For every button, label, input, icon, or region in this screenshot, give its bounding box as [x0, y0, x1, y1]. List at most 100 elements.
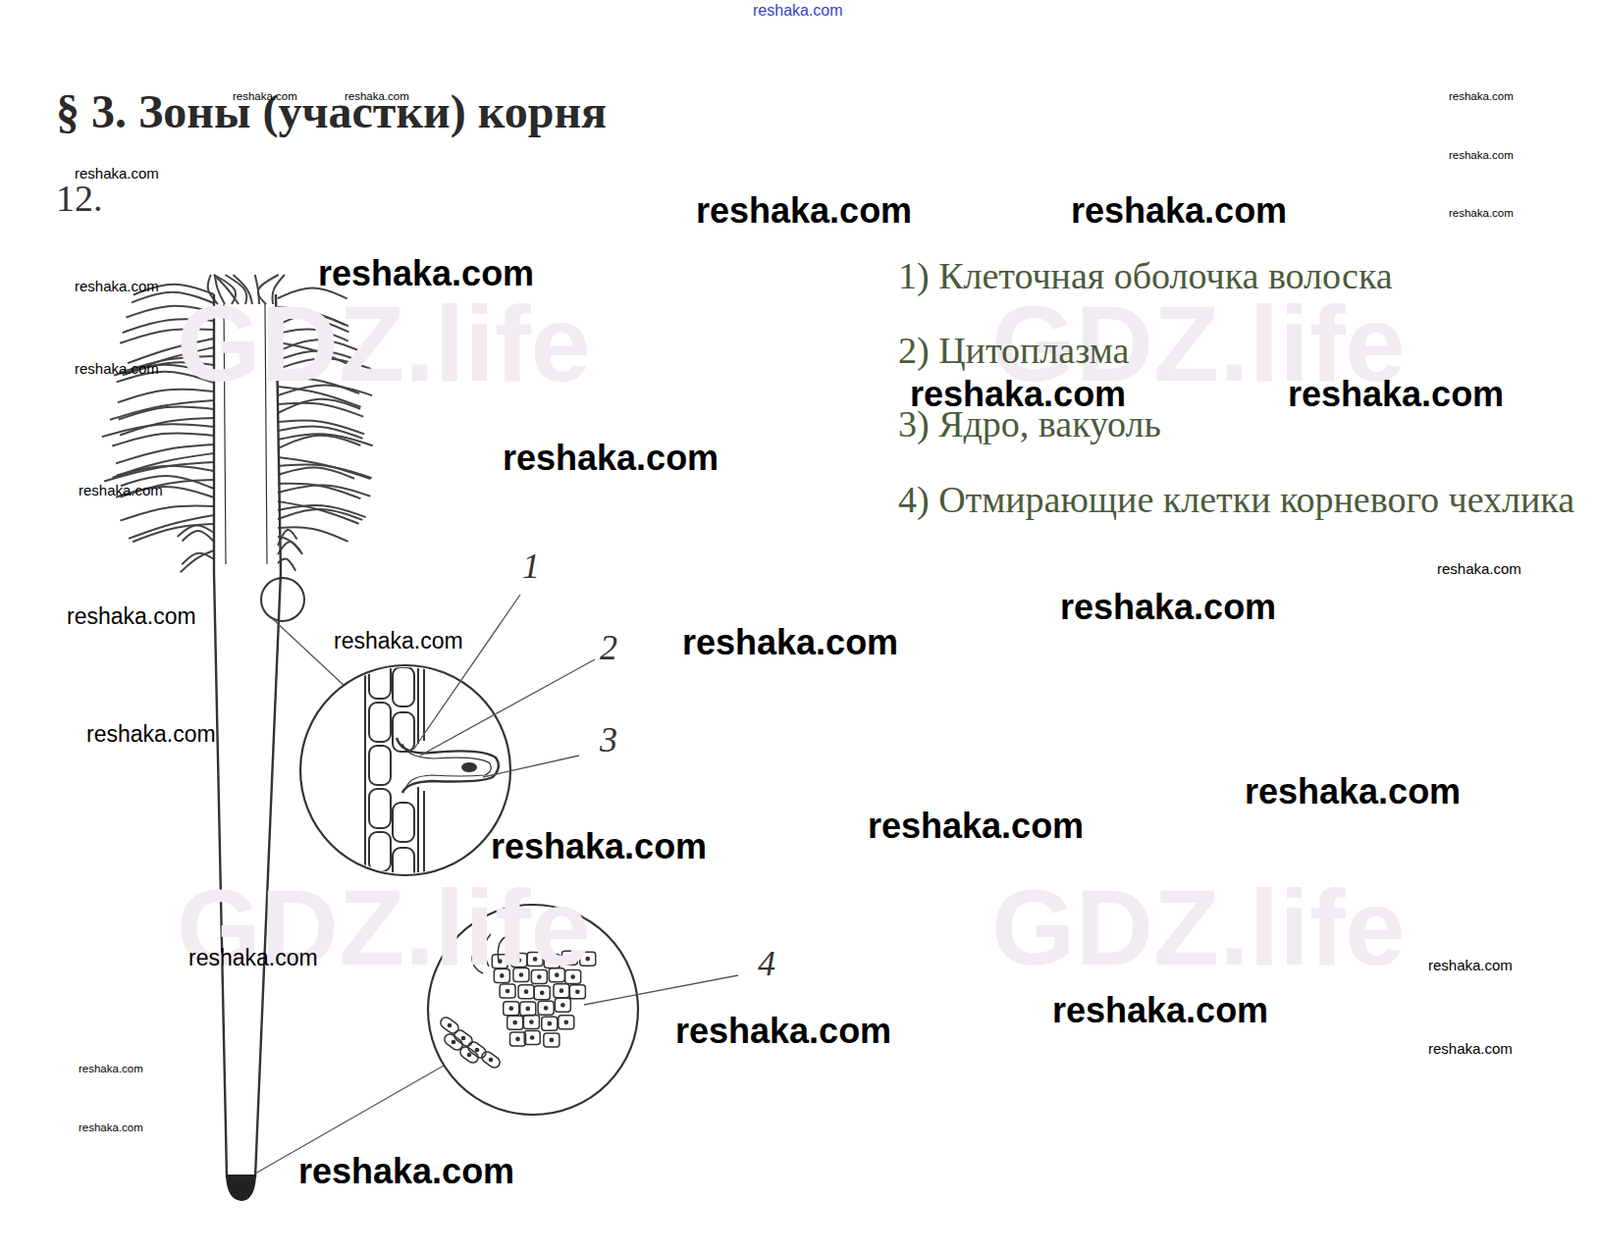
watermark: GDZ.life — [991, 865, 1406, 991]
cell — [369, 659, 391, 699]
cell — [452, 1028, 476, 1049]
watermark: reshaka.com — [490, 826, 707, 867]
root-cap — [226, 1175, 256, 1201]
cell-nucleus — [505, 989, 509, 993]
root-hair-cytoplasm — [402, 744, 491, 788]
cell-wall — [438, 1015, 462, 1036]
cell-nucleus — [564, 1020, 568, 1024]
answer-item: 1) Клеточная оболочка волоска — [898, 237, 1393, 315]
cell — [369, 746, 391, 786]
cell — [518, 985, 534, 1000]
cell-nucleus — [526, 1007, 530, 1011]
watermark: reshaka.com — [695, 190, 912, 231]
leader-line — [420, 659, 595, 756]
cell-wall — [417, 657, 420, 745]
cell-nucleus — [524, 990, 528, 994]
cell-wall — [558, 1015, 575, 1030]
watermark: reshaka.com — [1070, 190, 1287, 231]
root-body — [213, 294, 281, 1178]
root-edge — [255, 294, 281, 1178]
cell — [480, 1050, 503, 1070]
cell-wall — [569, 985, 586, 1000]
watermark: reshaka.com — [1428, 957, 1513, 974]
cell — [541, 1016, 558, 1031]
answer-item: 4) Отмирающие клетки корневого чехлика — [898, 461, 1578, 538]
cell-wall — [518, 985, 534, 1000]
cell-nucleus — [559, 989, 563, 993]
cell — [369, 832, 391, 872]
cell-nucleus — [561, 1004, 565, 1008]
cell-nucleus — [531, 1036, 534, 1040]
cell — [507, 1015, 524, 1030]
watermark: reshaka.com — [1448, 149, 1514, 162]
cell-nucleus — [530, 1020, 534, 1024]
cell-wall — [554, 998, 571, 1013]
cell-wall — [537, 1001, 554, 1015]
watermark: GDZ.life — [176, 281, 591, 407]
cell-nucleus — [540, 991, 544, 995]
cell-wall — [523, 1015, 539, 1030]
cell — [569, 985, 586, 1000]
root-hair — [277, 435, 361, 449]
watermark: reshaka.com — [86, 721, 216, 747]
root-hair — [132, 524, 214, 542]
root-hair — [181, 553, 214, 566]
watermark: reshaka.com — [232, 90, 298, 104]
watermark: reshaka.com — [1060, 586, 1277, 628]
cell — [438, 1015, 462, 1036]
cell-wall — [480, 1050, 503, 1070]
watermark: reshaka.com — [318, 253, 534, 294]
watermark: reshaka.com — [344, 90, 410, 104]
watermark: reshaka.com — [1244, 771, 1461, 812]
cell-wall — [503, 1002, 520, 1016]
callout-number: 4 — [757, 944, 776, 985]
cell — [537, 1001, 554, 1015]
root-hair — [128, 515, 214, 539]
cell — [554, 998, 571, 1013]
watermark: reshaka.com — [66, 603, 197, 630]
cell-wall — [533, 986, 550, 1001]
watermark: reshaka.com — [1052, 990, 1269, 1031]
root-hair — [111, 432, 214, 446]
cell-wall — [364, 657, 367, 884]
root-hair — [104, 462, 214, 481]
watermark: reshaka.com — [675, 1011, 892, 1052]
watermark: reshaka.com — [78, 1063, 144, 1076]
cell-nucleus — [461, 1036, 465, 1040]
magnified-circle — [300, 665, 511, 876]
cell-wall — [458, 1045, 481, 1066]
watermark: reshaka.com — [752, 1, 844, 20]
cell — [510, 1032, 527, 1047]
cell-wall — [466, 1040, 489, 1061]
root-hair — [277, 467, 355, 479]
root-hair — [182, 531, 214, 542]
root-hair — [277, 464, 373, 479]
cell — [558, 1015, 575, 1030]
watermark: reshaka.com — [1448, 90, 1514, 104]
root-hair — [277, 484, 371, 496]
cell-nucleus — [576, 990, 580, 994]
watermark: reshaka.com — [1437, 560, 1522, 578]
watermark: GDZ.life — [176, 865, 591, 991]
watermark: reshaka.com — [867, 805, 1084, 847]
cell-wall — [510, 1032, 527, 1047]
cell-nucleus — [516, 1037, 520, 1041]
watermark: reshaka.com — [502, 437, 719, 479]
leader-line — [482, 755, 580, 778]
cell — [543, 1033, 560, 1048]
leader-line — [413, 594, 521, 750]
cell — [466, 1040, 489, 1061]
watermark: reshaka.com — [74, 277, 160, 295]
cell — [524, 1030, 540, 1045]
cell-nucleus — [509, 1007, 513, 1011]
cell-nucleus — [447, 1023, 451, 1027]
cell — [533, 986, 550, 1001]
callout-number: 2 — [599, 628, 618, 669]
root-hair — [277, 457, 371, 480]
root-hair-cell — [396, 738, 499, 794]
cell — [392, 667, 415, 707]
cell-nucleus — [451, 1040, 455, 1044]
cell — [369, 789, 391, 829]
nucleus — [462, 763, 477, 772]
